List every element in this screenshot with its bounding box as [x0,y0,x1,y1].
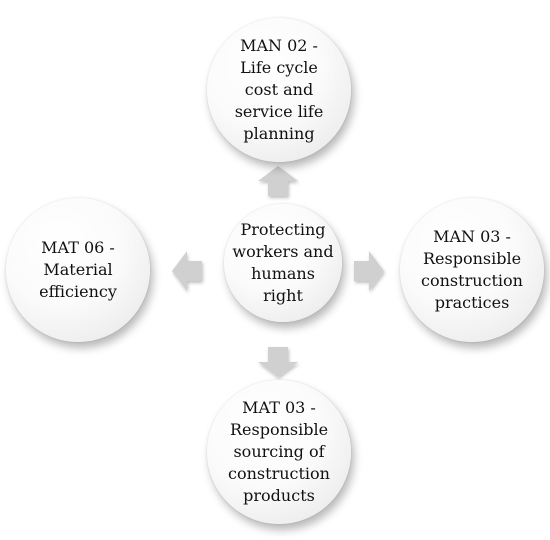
arrow-down-icon [256,345,300,379]
node-left: MAT 06 - Material efficiency [6,198,150,342]
node-center-label: Protecting workers and humans right [232,220,334,305]
node-bottom: MAT 03 - Responsible sourcing of constru… [207,380,351,524]
arrow-up-icon [256,164,300,198]
arrow-left-icon [170,249,204,293]
node-bottom-label: MAT 03 - Responsible sourcing of constru… [228,398,330,505]
node-top-label: MAN 02 - Life cycle cost and service lif… [234,36,324,143]
node-left-label: MAT 06 - Material efficiency [39,238,117,301]
node-right-label: MAN 03 - Responsible construction practi… [421,227,523,312]
node-center: Protecting workers and humans right [224,204,342,322]
node-right: MAN 03 - Responsible construction practi… [400,198,544,342]
node-top: MAN 02 - Life cycle cost and service lif… [207,18,351,162]
arrow-right-icon [352,249,386,293]
